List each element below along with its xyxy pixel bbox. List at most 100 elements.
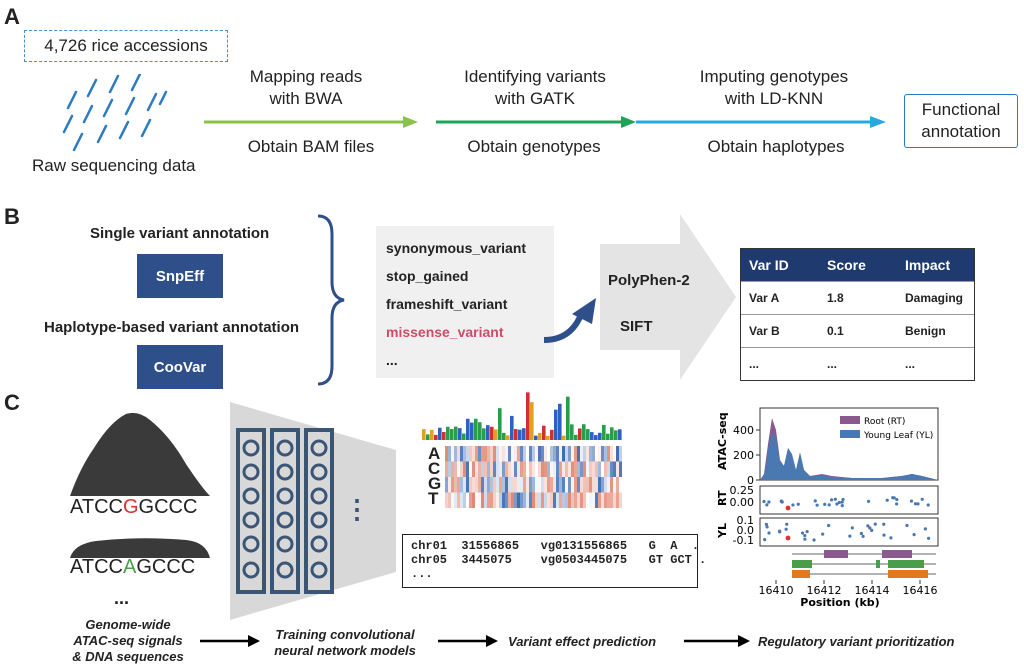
table-cell: Benign: [897, 314, 974, 348]
heatmap-cell: [616, 492, 619, 508]
haplotype-annotation-title: Haplotype-based variant annotation: [44, 319, 300, 336]
logo-letter: [614, 430, 618, 440]
score-table-wrap: Var ID Score Impact Var A 1.8 Damaging V…: [740, 248, 975, 381]
heatmap-cell: [490, 492, 493, 508]
score-dot: [926, 503, 930, 507]
y-tick-yl: -0.1: [733, 534, 754, 547]
heatmap-cell: [616, 446, 619, 462]
heatmap-cell: [460, 477, 463, 493]
heatmap-cell: [610, 492, 613, 508]
logo-letter: [478, 422, 482, 440]
final-line2: annotation: [921, 122, 1001, 141]
score-dot: [763, 538, 767, 542]
score-dot: [905, 523, 909, 528]
more-sequences-ellipsis: ...: [114, 588, 130, 608]
score-dot: [837, 500, 841, 505]
heatmap-cell: [487, 492, 490, 508]
logo-letter: [582, 424, 586, 440]
logo-letter: [482, 428, 486, 440]
seq2-prefix: ATCC: [70, 556, 123, 578]
heatmap-cell: [589, 446, 592, 462]
step3-line2: with LD-KNN: [724, 89, 824, 108]
heatmap-cell: [523, 461, 526, 477]
heatmap-cell: [547, 446, 550, 462]
heatmap-cell: [529, 477, 532, 493]
seq1-variant: G: [122, 496, 139, 518]
heatmap-cell: [478, 477, 481, 493]
heatmap-cell: [592, 461, 595, 477]
functional-annotation-box: Functional annotation: [904, 94, 1018, 148]
heatmap-cell: [601, 492, 604, 508]
heatmap-cell: [604, 492, 607, 508]
heatmap-cell: [454, 477, 457, 493]
logo-letter: [598, 432, 602, 440]
score-dot: [764, 522, 769, 526]
heatmap-cell: [523, 446, 526, 462]
raw-reads-icon: [62, 74, 168, 152]
heatmap-cell: [469, 462, 472, 478]
heatmap-cell: [457, 461, 460, 477]
logo-letter: [566, 396, 570, 440]
heatmap-cell: [481, 461, 484, 477]
workflow-step-1: Genome-wide ATAC-seq signals & DNA seque…: [58, 617, 198, 665]
logo-letter: [538, 432, 542, 440]
heatmap-cell: [604, 461, 607, 477]
heatmap-cell: [502, 446, 505, 462]
heatmap-cell: [583, 461, 586, 477]
heatmap-cell: [499, 446, 502, 462]
col-header: Var ID: [741, 249, 819, 282]
heatmap-cell: [493, 446, 496, 462]
step2-line1: Identifying variants: [464, 67, 606, 86]
heatmap-cell: [613, 492, 616, 508]
score-dot: [895, 502, 899, 506]
heatmap-cell: [559, 461, 562, 477]
raw-data-label: Raw sequencing data: [32, 156, 196, 175]
heatmap-cell: [538, 461, 541, 477]
final-line1: Functional: [921, 100, 1001, 119]
logo-letter: [546, 435, 550, 440]
heatmap-cell: [613, 446, 616, 462]
heatmap-cell: [526, 462, 529, 478]
table-cell: Var A: [741, 281, 819, 315]
heatmap-cell: [454, 461, 457, 477]
logo-letter: [530, 402, 534, 440]
heatmap-cell: [595, 492, 598, 508]
heatmap-cell: [508, 461, 511, 477]
atac-peak-large: [70, 412, 210, 496]
score-dot: [767, 531, 771, 535]
y-tick-rt: 0.25: [730, 484, 755, 497]
dna-sequence-2: ATCCAGCCC: [70, 556, 195, 579]
score-dot: [859, 531, 863, 536]
heatmap-cell: [553, 461, 556, 477]
score-dot: [823, 502, 827, 506]
vcf-box: chr01 31556865 vg0131556865 G A . chr05 …: [402, 534, 706, 588]
heatmap-cell: [619, 446, 622, 462]
logo-letter: [514, 429, 518, 440]
score-dot: [803, 533, 807, 538]
heatmap-cell: [508, 446, 511, 462]
heatmap-cell: [445, 492, 448, 508]
heatmap-cell: [454, 492, 457, 508]
score-dot: [882, 533, 886, 537]
heatmap-cell: [484, 492, 487, 508]
logo-letter: [594, 435, 598, 440]
score-dot: [800, 531, 805, 535]
score-dot: [920, 497, 924, 501]
logo-letter: [458, 428, 462, 440]
gene-models: [792, 550, 936, 578]
heatmap-cell: [559, 477, 562, 493]
heatmap-cell: [499, 492, 502, 508]
score-dot: [765, 503, 769, 507]
heatmap-cell: [496, 461, 499, 477]
heatmap-cell: [550, 477, 553, 493]
heatmap-cell: [565, 446, 568, 462]
heatmap-cell: [619, 477, 622, 493]
score-dot: [923, 527, 927, 531]
heatmap-cell: [448, 461, 451, 477]
heatmap-cell: [580, 446, 583, 462]
heatmap-cell: [595, 461, 598, 477]
heatmap-cell: [466, 493, 469, 509]
heatmap-cell: [457, 492, 460, 508]
heatmap-cell: [547, 461, 550, 477]
heatmap-cell: [460, 446, 463, 462]
